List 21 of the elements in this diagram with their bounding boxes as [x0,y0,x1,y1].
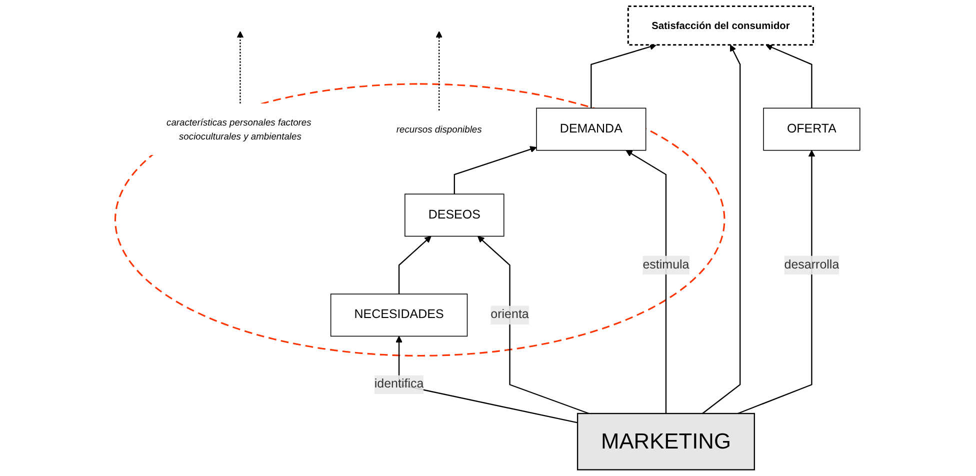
node-box: OFERTA [764,108,861,151]
edge-label: orienta [491,308,530,322]
node-box: MARKETING [577,412,756,470]
edge-label: estimula [643,258,690,272]
node-text: recursos disponibles [396,124,482,135]
node-box: DEMANDA [536,108,647,151]
arrow [237,31,244,104]
arrow [738,150,816,414]
node-box: Satisfacción del consumidor [628,5,814,46]
arrow [478,236,590,414]
arrow [436,31,443,110]
arrow [766,44,813,108]
arrow [454,146,538,194]
edge-label: desarrolla [784,258,840,272]
arrow [591,43,657,108]
node-box: NECESIDADES [330,294,468,337]
arrow [398,236,432,294]
node-box: DESEOS [404,194,505,237]
edge-label: identifica [374,378,424,391]
arrow [702,44,742,414]
arrow [626,150,667,414]
